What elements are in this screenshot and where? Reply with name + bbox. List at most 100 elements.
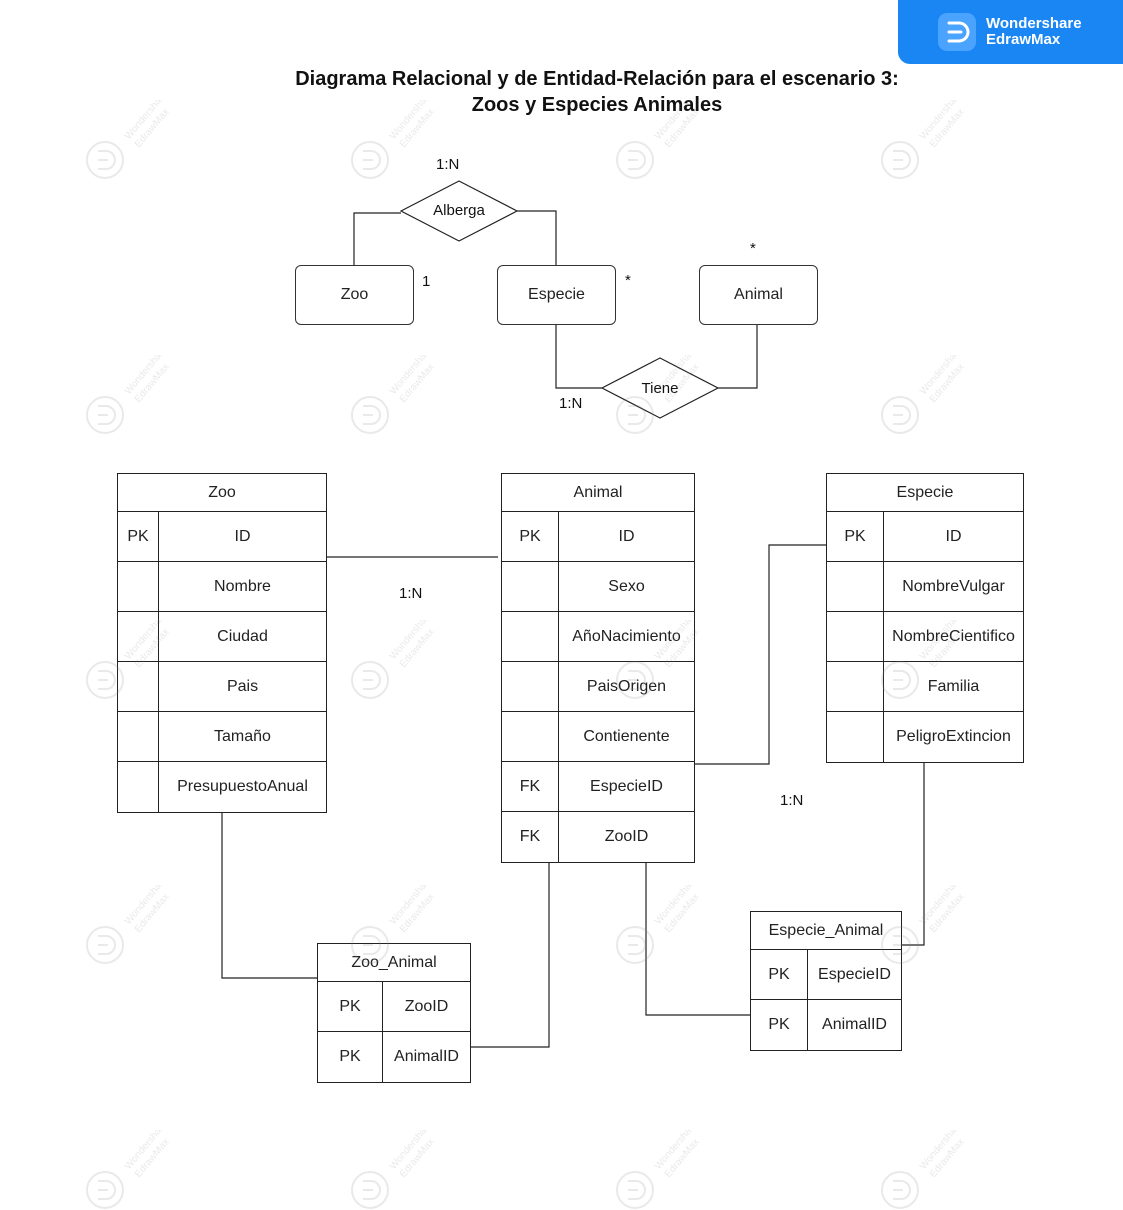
field-cell: ID: [618, 527, 635, 545]
table-row: PK AnimalID: [751, 1000, 901, 1050]
field-cell: ZooID: [404, 997, 449, 1015]
table-zoo: Zoo PK ID Nombre Ciudad Pais Tamaño Presu…: [117, 473, 327, 813]
field-cell: Sexo: [608, 577, 645, 595]
key-cell: [118, 662, 159, 711]
table-row: Ciudad: [118, 612, 326, 662]
connector-tiene-animal: [718, 324, 758, 389]
page-title: Diagrama Relacional y de Entidad-Relació…: [197, 66, 997, 118]
key-cell: [827, 562, 884, 611]
table-row: Tamaño: [118, 712, 326, 762]
field-cell: Familia: [927, 677, 980, 695]
cardinality-animal-especie: 1:N: [780, 792, 804, 809]
field-cell: AnimalID: [822, 1016, 887, 1033]
connector-alberga-especie: [517, 210, 557, 265]
key-cell: [827, 712, 884, 762]
relation-tiene-diamond: [600, 357, 720, 419]
title-line1: Diagrama Relacional y de Entidad-Relació…: [295, 68, 899, 90]
key-cell: FK: [502, 812, 559, 862]
table-zoo-animal-header: Zoo_Animal: [318, 944, 470, 982]
table-row: Sexo: [502, 562, 694, 612]
table-row: PK EspecieID: [751, 950, 901, 1000]
field-cell: ID: [234, 527, 251, 545]
connector-animal-especie: [694, 544, 826, 765]
field-cell: Nombre: [214, 577, 271, 595]
title-line2: Zoos y Especies Animales: [471, 94, 723, 116]
connector-zoo-zooanimal: [221, 810, 318, 979]
key-cell: PK: [751, 950, 808, 999]
table-row: PresupuestoAnual: [118, 762, 326, 812]
connector-especie-tiene: [555, 324, 602, 389]
cardinality-zoo-animal: 1:N: [399, 585, 423, 602]
table-row: Contienente: [502, 712, 694, 762]
brand-line1: Wondershare: [986, 15, 1082, 32]
cardinality-zoo: 1: [422, 273, 431, 290]
field-cell: EspecieID: [818, 965, 891, 983]
table-animal: Animal PK ID Sexo AñoNacimiento PaisOrige…: [501, 473, 695, 863]
key-cell: [502, 562, 559, 611]
field-cell: Ciudad: [217, 627, 268, 645]
field-cell: ID: [945, 527, 962, 545]
key-cell: PK: [827, 512, 884, 561]
key-cell: [502, 612, 559, 661]
cardinality-animal: *: [750, 240, 756, 257]
table-especie-animal-header: Especie_Animal: [751, 912, 901, 950]
edrawmax-logo-icon: [938, 13, 976, 51]
field-cell: AnimalID: [394, 1048, 459, 1065]
table-row: FK EspecieID: [502, 762, 694, 812]
connector-animal-especieanimal: [645, 860, 751, 1016]
table-row: PK ZooID: [318, 982, 470, 1032]
key-cell: [502, 662, 559, 711]
connector-animal-zooanimal: [470, 860, 550, 1048]
table-row: PK ID: [118, 512, 326, 562]
relation-alberga-label: Alberga: [433, 202, 485, 219]
table-zoo-animal: Zoo_Animal PK ZooID PK AnimalID: [317, 943, 471, 1083]
relation-tiene-label: Tiene: [641, 380, 679, 397]
key-cell: [118, 762, 159, 812]
field-cell: NombreCientifico: [892, 627, 1015, 645]
field-cell: NombreVulgar: [902, 577, 1005, 595]
table-row: PK ID: [827, 512, 1023, 562]
table-row: PeligroExtincion: [827, 712, 1023, 762]
table-row: AñoNacimiento: [502, 612, 694, 662]
field-cell: Pais: [226, 677, 259, 695]
field-cell: PresupuestoAnual: [177, 778, 308, 795]
key-cell: [118, 712, 159, 761]
key-cell: [118, 612, 159, 661]
key-cell: PK: [751, 1000, 808, 1050]
key-cell: FK: [502, 762, 559, 811]
key-cell: PK: [318, 982, 383, 1031]
entity-zoo: Zoo: [295, 265, 414, 325]
table-row: NombreVulgar: [827, 562, 1023, 612]
field-cell: PaisOrigen: [586, 677, 667, 695]
brand-badge: Wondershare EdrawMax: [898, 0, 1123, 64]
table-row: Pais: [118, 662, 326, 712]
brand-line2: EdrawMax: [986, 31, 1061, 48]
field-cell: Tamaño: [214, 727, 271, 745]
key-cell: [827, 612, 884, 661]
field-cell: EspecieID: [590, 777, 663, 795]
table-zoo-header: Zoo: [118, 474, 326, 512]
cardinality-alberga: 1:N: [436, 156, 460, 173]
key-cell: [502, 712, 559, 761]
connector-zoo-alberga: [353, 212, 401, 265]
connector-especie-especieanimal: [901, 761, 925, 946]
field-cell: PeligroExtincion: [896, 728, 1011, 745]
entity-especie: Especie: [497, 265, 616, 325]
table-row: Familia: [827, 662, 1023, 712]
key-cell: PK: [502, 512, 559, 561]
table-row: PaisOrigen: [502, 662, 694, 712]
field-cell: AñoNacimiento: [572, 627, 681, 645]
cardinality-especie: *: [625, 272, 631, 289]
entity-animal: Animal: [699, 265, 818, 325]
table-row: NombreCientifico: [827, 612, 1023, 662]
table-row: FK ZooID: [502, 812, 694, 862]
field-cell: ZooID: [604, 828, 649, 845]
table-row: PK ID: [502, 512, 694, 562]
table-animal-header: Animal: [502, 474, 694, 512]
key-cell: [827, 662, 884, 711]
key-cell: PK: [118, 512, 159, 561]
table-row: Nombre: [118, 562, 326, 612]
key-cell: [118, 562, 159, 611]
